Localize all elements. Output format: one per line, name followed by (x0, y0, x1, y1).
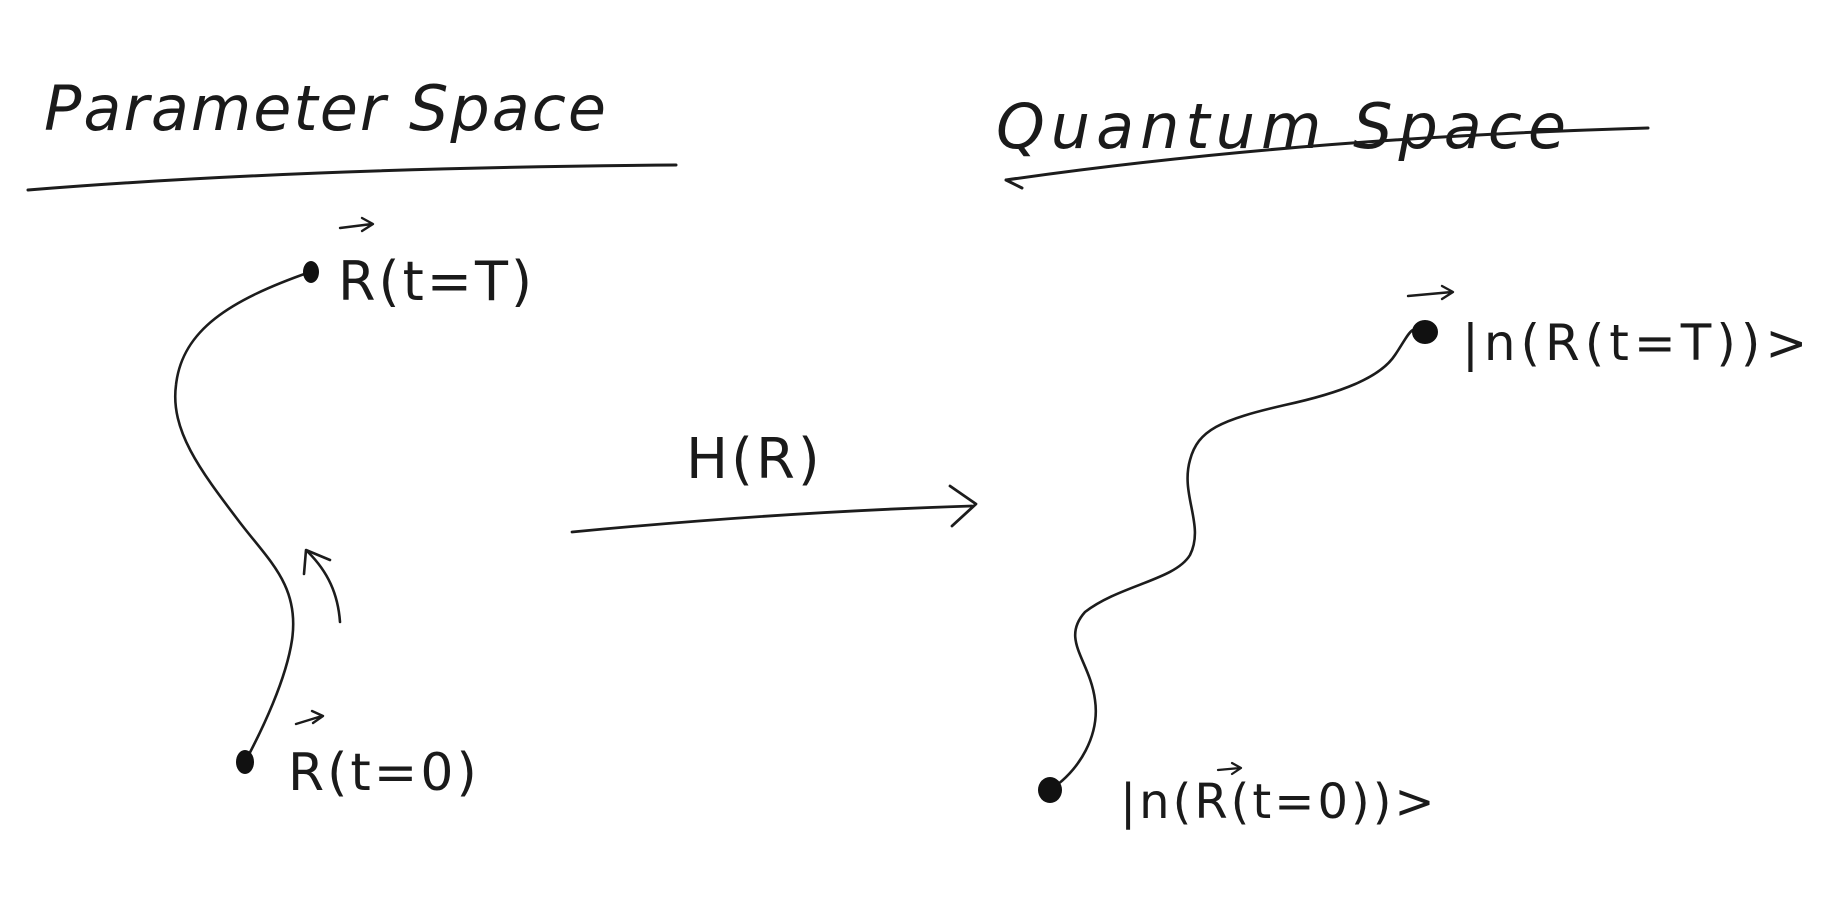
parameter-space-title: Parameter Space (44, 72, 608, 145)
start-point-label-group: R(t=0) (288, 709, 480, 803)
end-point-label: R(t=T) (338, 250, 535, 313)
quantum-start-vector-arrow (1216, 761, 1243, 776)
quantum-start-dot (1038, 777, 1062, 803)
end-point-dot (303, 261, 319, 283)
direction-arrow (302, 548, 342, 624)
mapping-arrow-shaft (570, 504, 974, 534)
start-point-dot (236, 750, 254, 774)
quantum-start-label-group: |n(R(t=0))> (1120, 761, 1438, 830)
mapping-arrow-head (948, 484, 978, 528)
quantum-space-panel: Quantum Space |n(R(t=T))> |n(R(t=0))> (996, 90, 1812, 830)
end-vector-arrow (338, 216, 375, 233)
quantum-path-curve (1048, 327, 1427, 792)
mapping-label: H(R) (686, 427, 823, 492)
end-point-label-group: R(t=T) (338, 216, 535, 313)
quantum-end-label-group: |n(R(t=T))> (1406, 284, 1812, 372)
parameter-space-panel: Parameter Space R(t=T) R(t=0) (26, 72, 678, 803)
start-vector-arrow (294, 709, 325, 726)
quantum-end-vector-arrow (1406, 284, 1455, 301)
parameter-space-underline (26, 163, 678, 192)
quantum-space-title: Quantum Space (996, 90, 1572, 163)
quantum-end-label: |n(R(t=T))> (1462, 314, 1812, 372)
parameter-path-curve (173, 270, 312, 762)
mapping-arrow-group: H(R) (570, 427, 978, 534)
quantum-space-underline (1004, 126, 1650, 190)
quantum-start-label: |n(R(t=0))> (1120, 774, 1438, 830)
quantum-end-dot (1412, 320, 1438, 344)
start-point-label: R(t=0) (288, 743, 480, 803)
